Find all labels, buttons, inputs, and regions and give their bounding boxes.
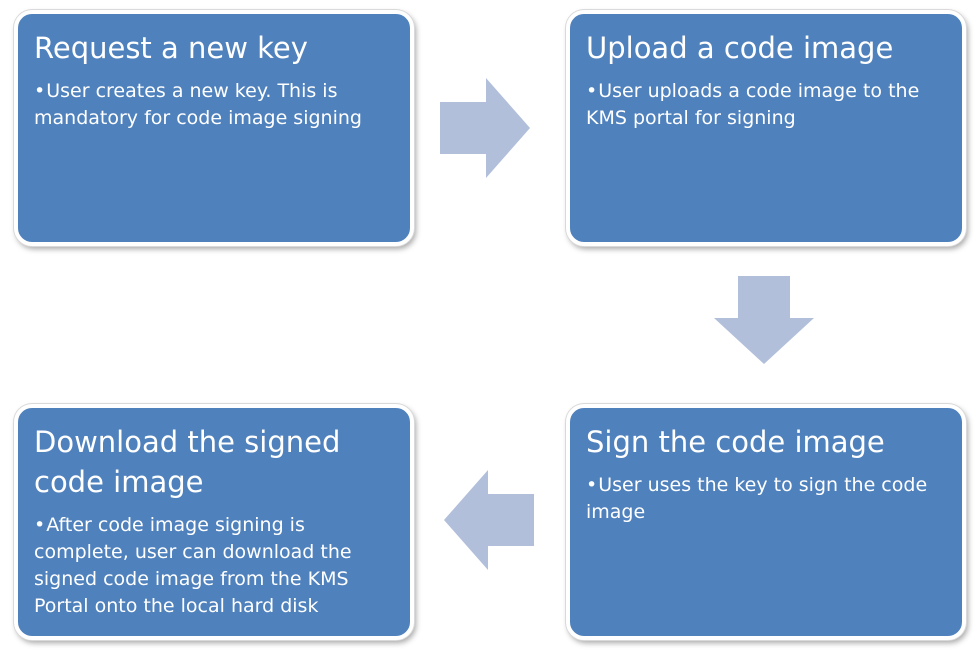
- step-title: Sign the code image: [586, 425, 885, 459]
- step-title: Download the signed code image: [34, 425, 341, 499]
- step-description: User uses the key to sign the code image: [586, 472, 946, 526]
- step-upload-code-image: Upload a code image User uploads a code …: [566, 10, 966, 246]
- right-arrow-icon: [440, 78, 530, 178]
- step-title: Upload a code image: [586, 31, 894, 65]
- left-arrow-icon: [444, 470, 534, 570]
- step-request-new-key: Request a new key User creates a new key…: [14, 10, 414, 246]
- step-description: After code image signing is complete, us…: [34, 512, 394, 620]
- step-description: User uploads a code image to the KMS por…: [586, 78, 946, 132]
- step-sign-code-image: Sign the code image User uses the key to…: [566, 404, 966, 640]
- step-download-signed-image: Download the signed code image After cod…: [14, 404, 414, 640]
- step-title: Request a new key: [34, 31, 308, 65]
- down-arrow-icon: [714, 276, 814, 364]
- step-description: User creates a new key. This is mandator…: [34, 78, 394, 132]
